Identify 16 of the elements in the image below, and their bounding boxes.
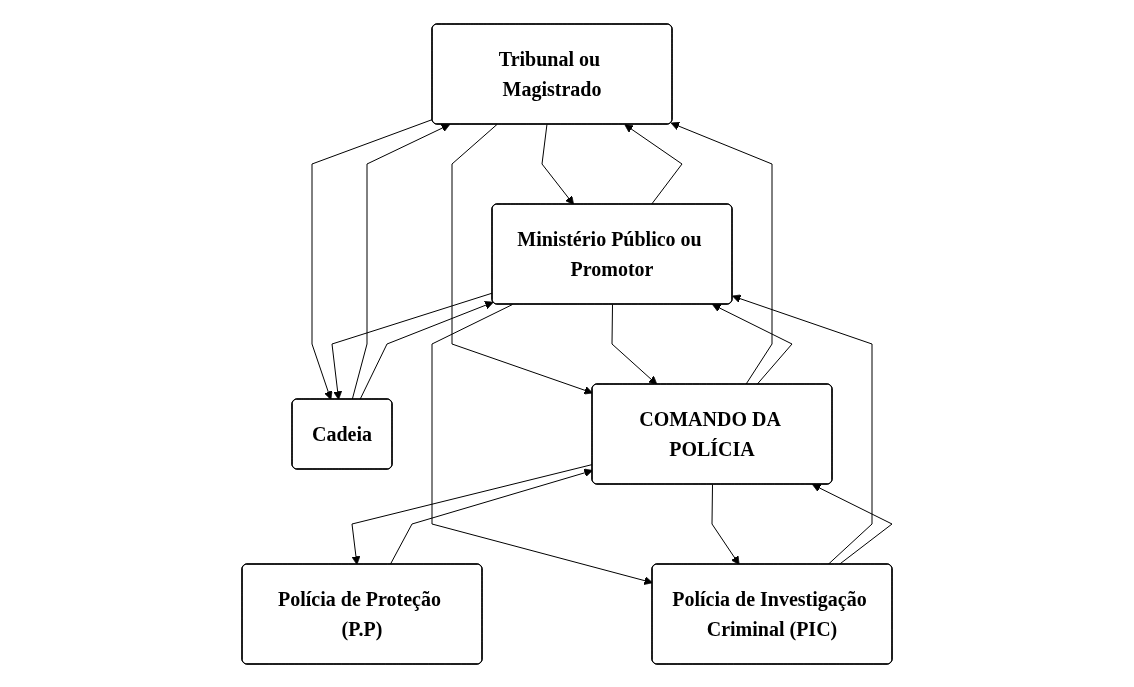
arrow bbox=[351, 463, 593, 565]
arrow bbox=[712, 303, 793, 385]
arrow bbox=[670, 121, 773, 385]
arrow bbox=[732, 293, 873, 565]
arrow bbox=[451, 123, 593, 394]
arrow bbox=[812, 483, 893, 565]
arrow bbox=[611, 303, 658, 385]
arrow bbox=[431, 303, 653, 585]
arrow bbox=[331, 292, 493, 400]
arrow bbox=[711, 483, 740, 565]
arrow bbox=[541, 123, 574, 205]
arrow bbox=[389, 468, 593, 565]
arrow bbox=[359, 300, 494, 400]
arrow bbox=[351, 123, 451, 400]
arrow bbox=[311, 118, 433, 400]
arrow bbox=[624, 123, 683, 205]
